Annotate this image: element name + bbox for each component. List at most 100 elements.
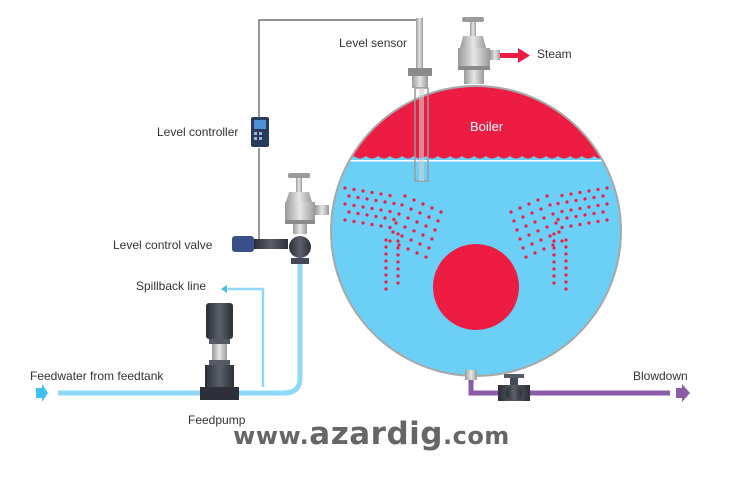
level-controller-device bbox=[251, 117, 269, 147]
level-control-valve-label: Level control valve bbox=[113, 238, 213, 252]
steam-bubble bbox=[583, 197, 587, 201]
steam-bubble bbox=[403, 225, 407, 229]
steam-bubble bbox=[396, 253, 400, 257]
steam-bubble bbox=[560, 209, 564, 214]
steam-bubble bbox=[596, 219, 600, 224]
steam-bubble bbox=[552, 274, 556, 278]
steam-bubble bbox=[415, 251, 419, 255]
steam-bubble bbox=[384, 287, 388, 291]
steam-bubble bbox=[565, 216, 569, 220]
steam-bubble bbox=[552, 246, 556, 250]
steam-bubble bbox=[515, 228, 519, 232]
steam-bubble bbox=[396, 232, 400, 236]
steam-bubble bbox=[400, 203, 404, 207]
steam-bubble bbox=[524, 224, 528, 228]
steam-bubble bbox=[542, 216, 546, 220]
steam-bubble bbox=[556, 201, 560, 206]
steam-bubble bbox=[548, 203, 552, 207]
feedwater-pipes bbox=[58, 262, 303, 396]
steam-bubble bbox=[509, 210, 513, 214]
steam-bubble bbox=[418, 242, 422, 246]
steam-bubble bbox=[551, 243, 555, 247]
signal-lines bbox=[258, 19, 416, 240]
steam-bubble bbox=[388, 239, 392, 243]
steam-bubble bbox=[361, 221, 365, 225]
steam-bubble bbox=[521, 215, 525, 219]
level-controller-label: Level controller bbox=[157, 125, 239, 139]
steam-bubble bbox=[564, 266, 568, 270]
steam-bubble bbox=[409, 207, 413, 211]
spillback-line-label: Spillback line bbox=[136, 279, 207, 293]
steam-bubble bbox=[530, 242, 534, 246]
level-sensor-probe bbox=[408, 18, 432, 182]
steam-bubble bbox=[394, 221, 398, 225]
steam-bubble bbox=[564, 287, 568, 291]
steam-bubble bbox=[601, 194, 605, 198]
level-sensor-label: Level sensor bbox=[339, 36, 408, 50]
steam-bubble bbox=[406, 247, 410, 251]
feedpump bbox=[200, 303, 239, 400]
steam-bubble bbox=[356, 195, 360, 200]
steam-bubble bbox=[539, 207, 543, 211]
steam-bubble bbox=[569, 192, 573, 196]
steam-bubble bbox=[551, 212, 555, 216]
steam-bubble bbox=[352, 203, 356, 208]
steam-bubble bbox=[370, 222, 374, 227]
steam-bubble bbox=[365, 197, 369, 201]
steam-bubble bbox=[433, 228, 437, 232]
steam-bubble bbox=[533, 220, 537, 224]
steam-bubble bbox=[521, 246, 525, 250]
steam-bubble bbox=[418, 211, 422, 215]
steam-bubble bbox=[587, 189, 591, 193]
furnace-tube bbox=[433, 244, 519, 330]
steam-bubble bbox=[527, 202, 531, 206]
steam-bubble bbox=[564, 252, 568, 256]
steam-bubble bbox=[587, 205, 591, 209]
steam-bubble bbox=[356, 211, 360, 216]
steam-bubble bbox=[379, 224, 383, 228]
steam-bubble bbox=[384, 238, 388, 242]
steam-bubble bbox=[343, 202, 347, 206]
steam-bubble bbox=[536, 229, 540, 233]
steam-bubble bbox=[370, 206, 374, 211]
steam-bubble bbox=[548, 234, 552, 238]
steam-bubble bbox=[557, 230, 561, 234]
steam-bubble bbox=[400, 234, 404, 238]
steam-bubble bbox=[424, 224, 428, 228]
steam-bubble bbox=[396, 239, 400, 243]
steam-bubble bbox=[554, 221, 558, 225]
steam-bubble bbox=[592, 211, 596, 216]
steam-bubble bbox=[578, 206, 582, 211]
steam-bubble bbox=[545, 194, 549, 198]
steam-bubble bbox=[560, 239, 564, 243]
steam-bubble bbox=[560, 193, 564, 198]
steam-bubble bbox=[565, 200, 569, 204]
steam-bubble bbox=[552, 281, 556, 285]
steam-bubble bbox=[533, 251, 537, 255]
steam-bubble bbox=[605, 186, 609, 190]
blowdown-valve bbox=[498, 374, 530, 401]
steam-bubble bbox=[403, 194, 407, 198]
steam-bubbles bbox=[343, 186, 609, 291]
steam-bubble bbox=[552, 232, 556, 236]
steam-bubble bbox=[370, 190, 374, 195]
steam-bubble bbox=[396, 267, 400, 271]
steam-bubble bbox=[530, 211, 534, 215]
steam-bubble bbox=[396, 281, 400, 285]
watermark-suffix: .com bbox=[442, 422, 510, 450]
steam-bubble bbox=[518, 237, 522, 241]
steam-bubble bbox=[564, 238, 568, 242]
steam-bubble bbox=[605, 202, 609, 206]
steam-bubble bbox=[343, 218, 347, 222]
feedpump-label: Feedpump bbox=[188, 413, 246, 427]
steam-bubble bbox=[552, 260, 556, 264]
steam-bubble bbox=[415, 220, 419, 224]
steam-bubble bbox=[379, 208, 383, 212]
spillback-arrow bbox=[221, 285, 227, 293]
steam-bubble bbox=[384, 266, 388, 270]
steam-bubble bbox=[574, 198, 578, 203]
steam-bubble bbox=[542, 247, 546, 251]
blowdown-line bbox=[465, 370, 690, 402]
steam-bubble bbox=[384, 245, 388, 249]
